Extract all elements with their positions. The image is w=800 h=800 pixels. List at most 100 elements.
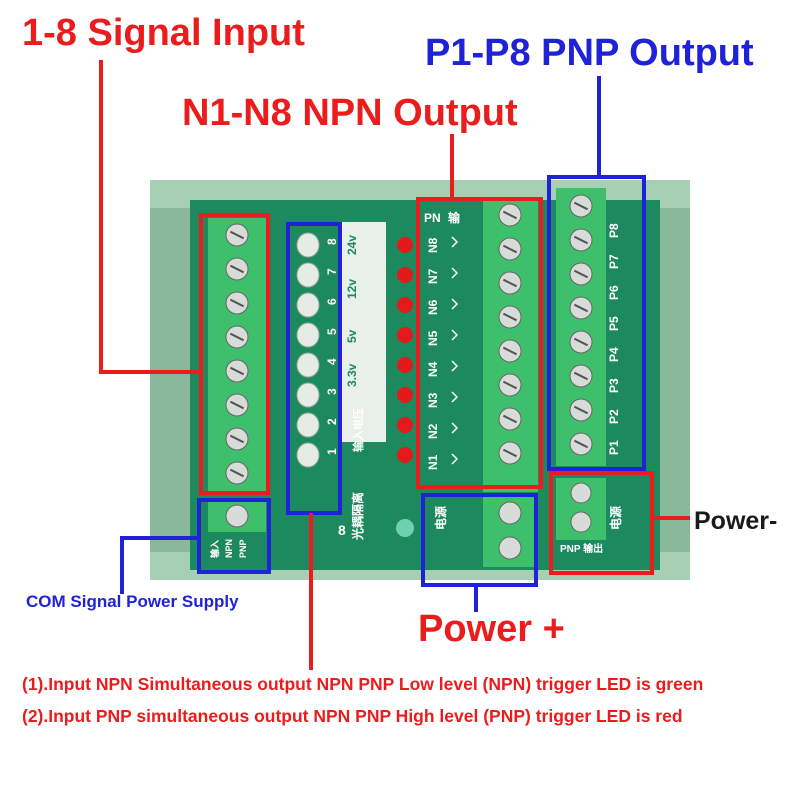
output-led-6 <box>397 297 413 313</box>
pnp-callout-box <box>547 175 646 471</box>
input-screw-2 <box>225 257 249 281</box>
npn-screw-6 <box>498 271 522 295</box>
com-leader <box>120 536 199 594</box>
input-number-8: 8 <box>325 238 339 245</box>
pnp-label-2: P2 <box>607 409 621 424</box>
npn-label-1: N1 <box>426 454 440 470</box>
output-leds <box>397 237 413 463</box>
power-minus-cn: 电源 <box>608 506 623 530</box>
pnp-output-title: P1-P8 PNP Output <box>425 32 754 74</box>
power-plus-label: Power + <box>418 608 565 650</box>
pnp-screws <box>569 194 593 456</box>
npn-diode-mark <box>451 391 459 403</box>
npn-diode-mark <box>451 298 459 310</box>
output-led-3 <box>397 387 413 403</box>
npn-screw-4 <box>498 339 522 363</box>
input-screw-6 <box>225 393 249 417</box>
opto-callout-box <box>286 222 342 515</box>
input-number-6: 6 <box>325 298 339 305</box>
npn-diode-mark <box>451 267 459 279</box>
output-led-5 <box>397 327 413 343</box>
power-minus-callout-box <box>549 471 654 575</box>
input-callout-box <box>199 213 270 495</box>
opto-led-6 <box>296 292 320 318</box>
input-number-3: 3 <box>325 388 339 395</box>
pnp-screw-5 <box>569 296 593 320</box>
input-screw-4 <box>225 325 249 349</box>
opto-led-1 <box>296 442 320 468</box>
npn-screw-8 <box>498 203 522 227</box>
pnp-output-cn: PNP 输出 <box>560 542 603 555</box>
input-leader <box>99 60 201 374</box>
input-screw-7 <box>225 427 249 451</box>
npn-label-5: N5 <box>426 330 440 346</box>
output-led-2 <box>397 417 413 433</box>
pnp-label-3: P3 <box>607 378 621 393</box>
com-screw <box>225 504 249 528</box>
pnp-label-4: P4 <box>607 347 621 362</box>
input-screw-8 <box>225 461 249 485</box>
voltage-options: 24v 12v 5v 3.3v <box>345 235 359 387</box>
npn-header-cn: 输 <box>448 210 461 225</box>
input-number-1: 1 <box>325 448 339 455</box>
voltage-option: 24v <box>345 235 359 255</box>
npn-screw-7 <box>498 237 522 261</box>
power-plus-screw-2 <box>498 536 522 560</box>
voltage-option: 12v <box>345 279 359 299</box>
npn-callout-box <box>416 197 543 489</box>
input-screw-5 <box>225 359 249 383</box>
note-npn: (1).Input NPN Simultaneous output NPN PN… <box>22 674 704 694</box>
pnp-screw-7 <box>569 228 593 252</box>
pnp-screw-8 <box>569 194 593 218</box>
input-screws <box>225 223 249 485</box>
npn-output-title: N1-N8 NPN Output <box>182 92 518 134</box>
output-led-7 <box>397 267 413 283</box>
power-plus-screw-1 <box>498 501 522 525</box>
input-screw-1 <box>225 223 249 247</box>
voltage-caption: 输入电压 <box>351 408 365 452</box>
npn-screw-1 <box>498 441 522 465</box>
npn-screw-5 <box>498 305 522 329</box>
npn-screws <box>498 203 522 465</box>
input-number-5: 5 <box>325 328 339 335</box>
pnp-label-1: P1 <box>607 440 621 455</box>
pnp-label-5: P5 <box>607 316 621 331</box>
npn-diode-mark <box>451 360 459 372</box>
input-leds <box>296 232 320 468</box>
npn-label-8: N8 <box>426 237 440 253</box>
isolation-caption: 光耦隔离 <box>350 492 365 541</box>
npn-screw-2 <box>498 407 522 431</box>
npn-header: PN <box>424 211 441 225</box>
voltage-panel <box>342 222 386 442</box>
com-supply-label: COM Signal Power Supply <box>26 592 239 611</box>
pnp-screw-6 <box>569 262 593 286</box>
power-plus-callout-box <box>421 493 538 587</box>
power-minus-label: Power- <box>694 507 778 535</box>
pnp-screw-4 <box>569 330 593 354</box>
npn-label-6: N6 <box>426 299 440 315</box>
voltage-option: 5v <box>345 329 359 343</box>
input-number-2: 2 <box>325 418 339 425</box>
output-led-1 <box>397 447 413 463</box>
output-led-4 <box>397 357 413 373</box>
npn-label-2: N2 <box>426 423 440 439</box>
power-led <box>396 519 414 537</box>
opto-led-8 <box>296 232 320 258</box>
pnp-screw-3 <box>569 364 593 388</box>
npn-diode-mark <box>451 329 459 341</box>
pnp-screw-1 <box>569 432 593 456</box>
com-label: PNP <box>238 539 248 558</box>
pnp-label-8: P8 <box>607 223 621 238</box>
opto-led-4 <box>296 352 320 378</box>
npn-screw-3 <box>498 373 522 397</box>
npn-diode-mark <box>451 236 459 248</box>
opto-led-3 <box>296 382 320 408</box>
opto-led-2 <box>296 412 320 438</box>
output-led-8 <box>397 237 413 253</box>
voltage-option: 3.3v <box>345 363 359 387</box>
